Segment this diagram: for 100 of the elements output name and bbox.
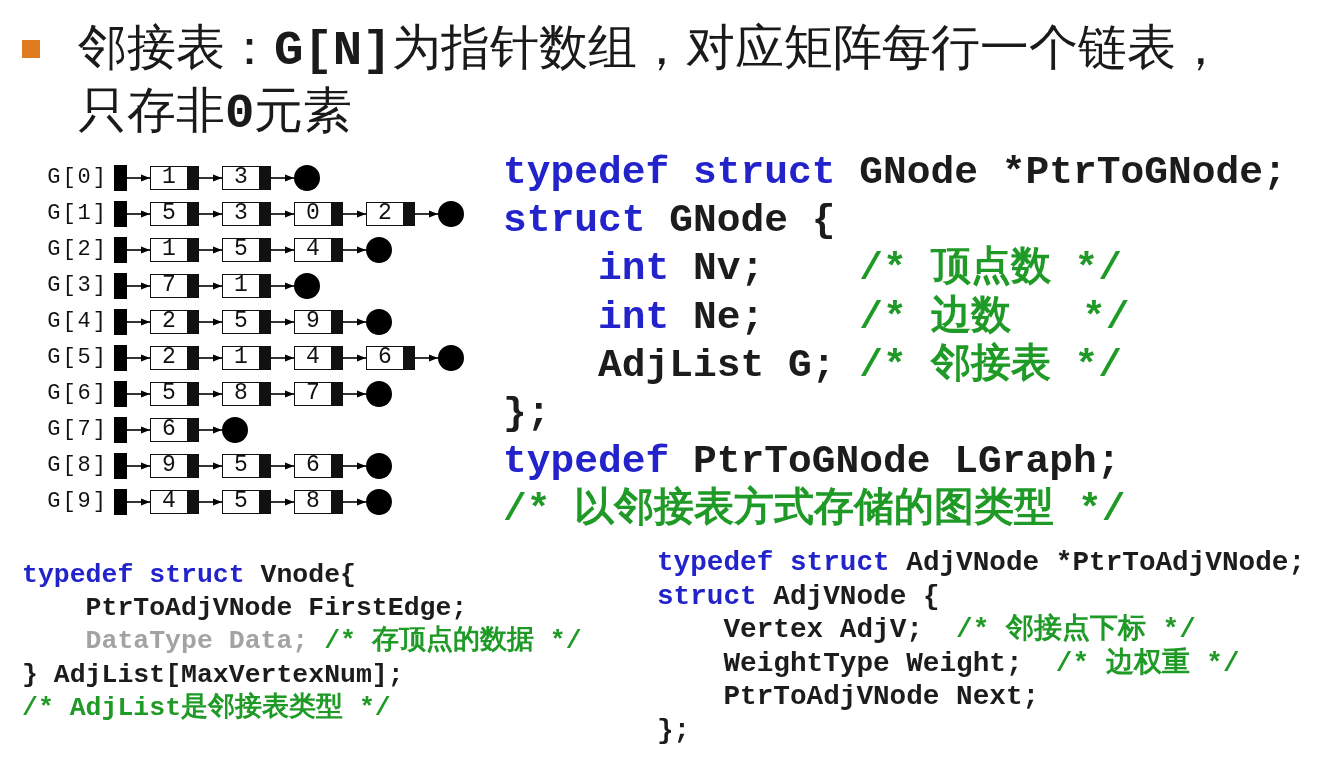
head-pointer-cell xyxy=(114,309,127,335)
list-node: 1 xyxy=(150,166,199,190)
null-dot xyxy=(366,237,392,263)
array-index-label: G[6] xyxy=(47,382,108,406)
code-line: int Nv; /* 顶点数 */ xyxy=(598,246,1122,292)
arrow xyxy=(270,174,295,182)
list-node: 4 xyxy=(294,346,343,370)
arrow xyxy=(270,462,295,470)
code-line: DataType Data; /* 存顶点的数据 */ xyxy=(85,626,582,657)
arrow xyxy=(342,462,367,470)
array-index-label: G[0] xyxy=(47,166,108,190)
list-node: 0 xyxy=(294,202,343,226)
list-node: 4 xyxy=(294,238,343,262)
arrow xyxy=(342,246,367,254)
null-dot xyxy=(366,489,392,515)
null-dot xyxy=(222,417,248,443)
list-node: 6 xyxy=(366,346,415,370)
code-line: PtrToAdjVNode Next; xyxy=(723,681,1040,714)
code-line: } AdjList[MaxVertexNum]; xyxy=(22,659,404,690)
code-line: }; xyxy=(503,390,551,437)
head-pointer-cell xyxy=(114,381,127,407)
code-line: int Ne; /* 边数 */ xyxy=(598,294,1130,341)
array-index-label: G[5] xyxy=(47,346,108,370)
arrow xyxy=(414,354,439,362)
list-node: 1 xyxy=(150,238,199,262)
list-node: 7 xyxy=(150,274,199,298)
list-node: 7 xyxy=(294,382,343,406)
list-node: 2 xyxy=(366,202,415,226)
arrow xyxy=(270,246,295,254)
arrow xyxy=(126,354,151,362)
code-line: AdjList G; /* 邻接表 */ xyxy=(598,342,1122,389)
arrow xyxy=(126,210,151,218)
arrow xyxy=(198,390,223,398)
code-line: typedef struct Vnode{ xyxy=(22,559,356,591)
list-node: 9 xyxy=(150,454,199,478)
array-index-label: G[1] xyxy=(47,202,108,226)
arrow xyxy=(126,426,151,434)
head-pointer-cell xyxy=(114,489,127,515)
arrow xyxy=(198,174,223,182)
arrow xyxy=(126,318,151,326)
head-pointer-cell xyxy=(114,417,127,443)
code-line: }; xyxy=(657,715,691,747)
null-dot xyxy=(366,381,392,407)
arrow xyxy=(342,390,367,398)
null-dot xyxy=(438,201,464,227)
code-line: typedef PtrToGNode LGraph; xyxy=(503,438,1121,485)
arrow xyxy=(126,246,151,254)
head-pointer-cell xyxy=(114,273,127,299)
arrow xyxy=(198,498,223,506)
head-pointer-cell xyxy=(114,345,127,371)
arrow xyxy=(126,462,151,470)
list-node: 2 xyxy=(150,346,199,370)
code-line: typedef struct GNode *PtrToGNode; xyxy=(503,150,1287,196)
head-pointer-cell xyxy=(114,453,127,479)
arrow xyxy=(270,498,295,506)
code-line: /* 以邻接表方式存储的图类型 */ xyxy=(503,486,1126,533)
list-node: 5 xyxy=(222,310,271,334)
arrow xyxy=(342,354,367,362)
array-index-label: G[2] xyxy=(47,238,108,262)
null-dot xyxy=(294,273,320,299)
array-index-label: G[9] xyxy=(47,490,108,514)
list-node: 8 xyxy=(222,382,271,406)
array-index-label: G[7] xyxy=(47,418,108,442)
null-dot xyxy=(366,309,392,335)
arrow xyxy=(198,354,223,362)
array-index-label: G[4] xyxy=(47,310,108,334)
arrow xyxy=(270,354,295,362)
list-node: 8 xyxy=(294,490,343,514)
code-line: PtrToAdjVNode FirstEdge; xyxy=(85,593,468,624)
arrow xyxy=(198,462,223,470)
list-node: 6 xyxy=(294,454,343,478)
list-node: 5 xyxy=(150,382,199,406)
arrow xyxy=(414,210,439,218)
arrow xyxy=(126,390,151,398)
head-pointer-cell xyxy=(114,201,127,227)
arrow xyxy=(198,318,223,326)
arrow xyxy=(198,282,223,290)
list-node: 9 xyxy=(294,310,343,334)
null-dot xyxy=(366,453,392,479)
arrow xyxy=(198,426,223,434)
arrow xyxy=(270,318,295,326)
arrow xyxy=(270,210,295,218)
arrow xyxy=(342,318,367,326)
list-node: 5 xyxy=(222,454,271,478)
slide-title: 邻接表：G[N]为指针数组，对应矩阵每行一个链表，只存非0元素 xyxy=(78,18,1226,144)
arrow xyxy=(126,498,151,506)
list-node: 1 xyxy=(222,346,271,370)
arrow xyxy=(126,174,151,182)
code-line: typedef struct AdjVNode *PtrToAdjVNode; xyxy=(657,547,1306,579)
code-line: struct AdjVNode { xyxy=(657,580,940,613)
code-line: /* AdjList是邻接表类型 */ xyxy=(22,692,391,724)
list-node: 5 xyxy=(222,490,271,514)
array-index-label: G[8] xyxy=(47,454,108,478)
arrow xyxy=(198,210,223,218)
head-pointer-cell xyxy=(114,237,127,263)
null-dot xyxy=(438,345,464,371)
list-node: 1 xyxy=(222,274,271,298)
list-node: 4 xyxy=(150,490,199,514)
null-dot xyxy=(294,165,320,191)
arrow xyxy=(126,282,151,290)
